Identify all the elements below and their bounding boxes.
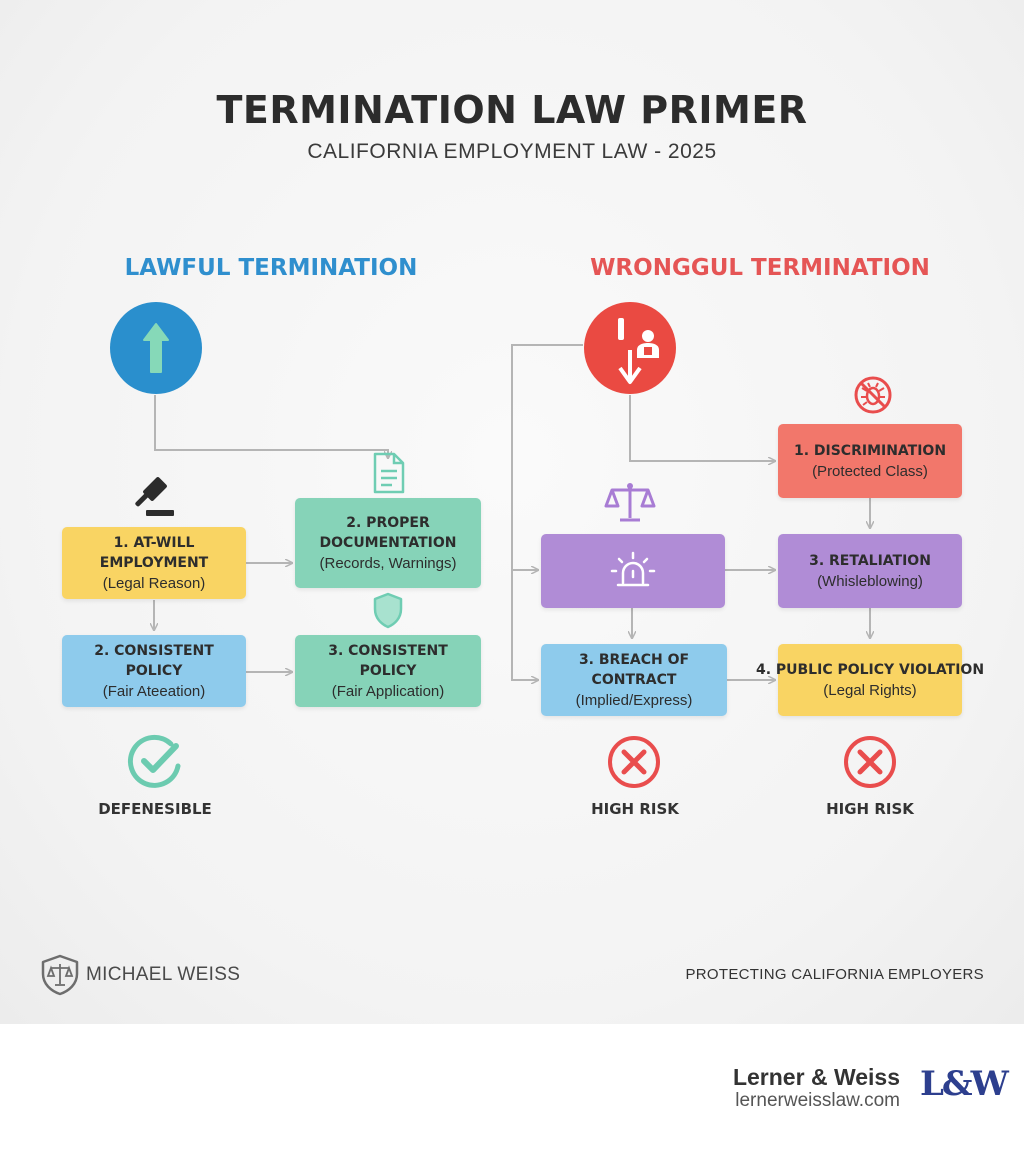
box-title: 2. CONSISTENT POLICY xyxy=(94,642,214,679)
box-title: 3. RETALIATION xyxy=(809,552,931,569)
box-title: 3. CONSISTENT POLICY xyxy=(328,642,448,679)
breach-risk-status: HIGH RISK xyxy=(591,800,679,818)
box-title-line2: DOCUMENTATION xyxy=(319,534,457,551)
box-title: 1. DISCRIMINATION xyxy=(793,442,947,459)
arrow-up-icon xyxy=(110,302,202,394)
document-icon xyxy=(373,452,405,494)
breach-of-contract-box: 3. BREACH OF CONTRACT (Implied/Express) xyxy=(541,644,727,716)
scales-shield-logo-icon xyxy=(41,954,79,996)
box-subtitle: (Legal Reason) xyxy=(102,574,206,592)
x-circle-icon xyxy=(608,736,660,788)
shield-icon xyxy=(373,592,403,629)
brand-name: Lerner & Weiss xyxy=(732,1064,900,1090)
consistent-policy-box-right: 3. CONSISTENT POLICY (Fair Application) xyxy=(295,635,481,707)
alarm-box xyxy=(541,534,725,608)
footer-tagline: PROTECTING CALIFORNIA EMPLOYERS xyxy=(685,966,984,983)
box-subtitle: (Records, Warnings) xyxy=(319,554,457,572)
box-subtitle: (Protected Class) xyxy=(812,462,928,480)
brand-logo: L&W xyxy=(920,1064,1009,1104)
box-subtitle: (Implied/Express) xyxy=(575,691,693,709)
consistent-policy-box-left: 2. CONSISTENT POLICY (Fair Ateeation) xyxy=(62,635,246,707)
box-title: 1. AT-WILL EMPLOYMENT xyxy=(99,534,209,571)
box-title: 4. PUBLIC POLICY VIOLATION xyxy=(755,661,985,678)
box-title: 3. BREACH OF CONTRACT xyxy=(578,651,690,688)
box-subtitle: (Whisleblowing) xyxy=(817,572,923,590)
arrow-down-person-icon xyxy=(584,302,676,394)
box-subtitle: (Fair Ateeation) xyxy=(102,682,206,700)
x-circle-icon xyxy=(844,736,896,788)
no-bug-icon xyxy=(854,376,892,414)
public-policy-violation-box: 4. PUBLIC POLICY VIOLATION (Legal Rights… xyxy=(756,644,984,716)
public-policy-risk-status: HIGH RISK xyxy=(826,800,914,818)
at-will-employment-box: 1. AT-WILL EMPLOYMENT (Legal Reason) xyxy=(62,527,246,599)
box-title: 2. PROPER xyxy=(346,514,430,531)
lawful-status: DEFENESIBLE xyxy=(98,800,212,818)
checkmark-icon xyxy=(127,734,181,788)
box-subtitle: (Fair Application) xyxy=(331,682,445,700)
alarm-icon xyxy=(610,551,656,587)
diagram-canvas: TERMINATION LAW PRIMER CALIFORNIA EMPLOY… xyxy=(0,0,1024,1024)
page-title: TERMINATION LAW PRIMER xyxy=(216,88,808,132)
page-subtitle: CALIFORNIA EMPLOYMENT LAW - 2025 xyxy=(307,140,717,163)
wrongful-heading: WRONGGUL TERMINATION xyxy=(590,255,930,281)
box-subtitle: (Legal Rights) xyxy=(823,681,917,699)
retaliation-box: 3. RETALIATION (Whisleblowing) xyxy=(778,534,962,608)
discrimination-box: 1. DISCRIMINATION (Protected Class) xyxy=(778,424,962,498)
lawful-heading: LAWFUL TERMINATION xyxy=(124,255,418,281)
proper-documentation-box: 2. PROPER DOCUMENTATION (Records, Warnin… xyxy=(295,498,481,588)
scales-icon xyxy=(604,483,656,522)
brand-url[interactable]: lernerweisslaw.com xyxy=(735,1090,900,1111)
footer-author: MICHAEL WEISS xyxy=(86,964,241,985)
gavel-icon xyxy=(135,477,174,516)
